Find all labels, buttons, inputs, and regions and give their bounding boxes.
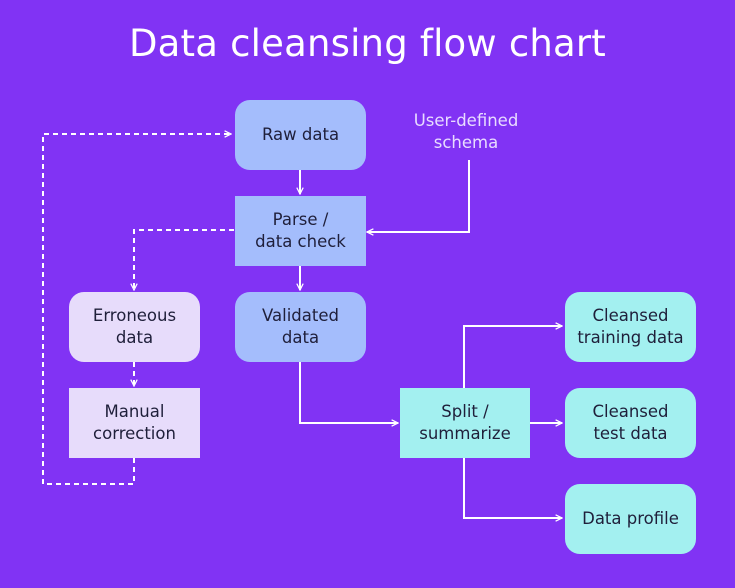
dashed-arrow-manual-to-raw [42, 134, 231, 485]
arrow-split-to-training [463, 326, 562, 388]
node-parse-data-check: Parse / data check [235, 196, 366, 266]
arrow-validated-to-split [299, 362, 398, 423]
arrow-schema-to-parse [367, 160, 470, 232]
node-data-profile: Data profile [565, 484, 696, 554]
diagram-title: Data cleansing flow chart [128, 22, 607, 65]
arrow-split-to-profile [463, 458, 562, 518]
user-defined-schema-label: User-defined schema [413, 111, 519, 152]
node-split-summarize: Split / summarize [400, 388, 530, 458]
node-erroneous-data: Erroneous data [69, 292, 200, 362]
node-cleansed-test-data: Cleansed test data [565, 388, 696, 458]
node-raw-data: Raw data [235, 100, 366, 170]
dashed-arrow-parse-to-erroneous [134, 229, 234, 290]
node-manual-correction: Manual correction [69, 388, 200, 458]
node-cleansed-training-data: Cleansed training data [565, 292, 696, 362]
node-validated-data: Validated data [235, 292, 366, 362]
